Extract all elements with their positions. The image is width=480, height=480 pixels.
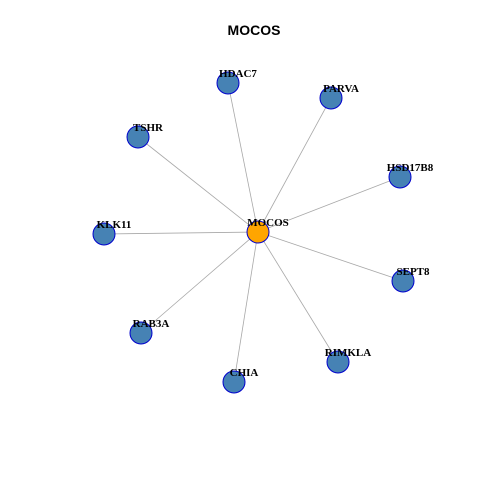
node-label-hsd17b8: HSD17B8 — [387, 162, 434, 174]
center-node-mocos: MOCOS — [246, 217, 289, 244]
node-klk11: KLK11 — [92, 219, 132, 246]
node-label-chia: CHIA — [230, 367, 259, 379]
node-label-tshr: TSHR — [133, 122, 164, 134]
edge-mocos-tshr — [137, 136, 259, 233]
node-tshr: TSHR — [126, 122, 164, 149]
node-circle-rab3a — [129, 321, 153, 345]
node-circle-sept8 — [391, 269, 415, 293]
node-label-rab3a: RAB3A — [133, 318, 170, 330]
node-label-mocos: MOCOS — [247, 217, 289, 229]
node-label-klk11: KLK11 — [97, 219, 132, 231]
node-circle-parva — [319, 86, 343, 110]
node-label-rimkla: RIMKLA — [325, 347, 372, 359]
node-circle-rimkla — [326, 350, 350, 374]
node-hdac7: HDAC7 — [216, 68, 257, 95]
node-rimkla: RIMKLA — [325, 347, 372, 374]
node-label-sept8: SEPT8 — [396, 266, 430, 278]
node-label-hdac7: HDAC7 — [219, 68, 257, 80]
node-circle-mocos — [246, 220, 270, 244]
edge-mocos-hsd17b8 — [257, 176, 401, 233]
node-parva: PARVA — [319, 83, 359, 110]
node-circle-hdac7 — [216, 71, 240, 95]
edge-mocos-klk11 — [103, 231, 259, 235]
edge-mocos-rimkla — [257, 231, 339, 363]
node-sept8: SEPT8 — [391, 266, 430, 293]
node-chia: CHIA — [222, 367, 259, 394]
node-rab3a: RAB3A — [129, 318, 170, 345]
diagram-title: MOCOS — [228, 22, 281, 38]
node-circle-hsd17b8 — [388, 165, 412, 189]
edge-mocos-hdac7 — [227, 82, 259, 233]
edge-mocos-parva — [257, 97, 332, 233]
node-hsd17b8: HSD17B8 — [387, 162, 434, 189]
node-circle-tshr — [126, 125, 150, 149]
edge-mocos-sept8 — [257, 231, 404, 282]
edge-mocos-rab3a — [140, 231, 259, 334]
node-label-parva: PARVA — [323, 83, 359, 95]
edge-mocos-chia — [233, 231, 259, 383]
edge-layer — [103, 82, 404, 383]
node-circle-klk11 — [92, 222, 116, 246]
node-circle-chia — [222, 370, 246, 394]
